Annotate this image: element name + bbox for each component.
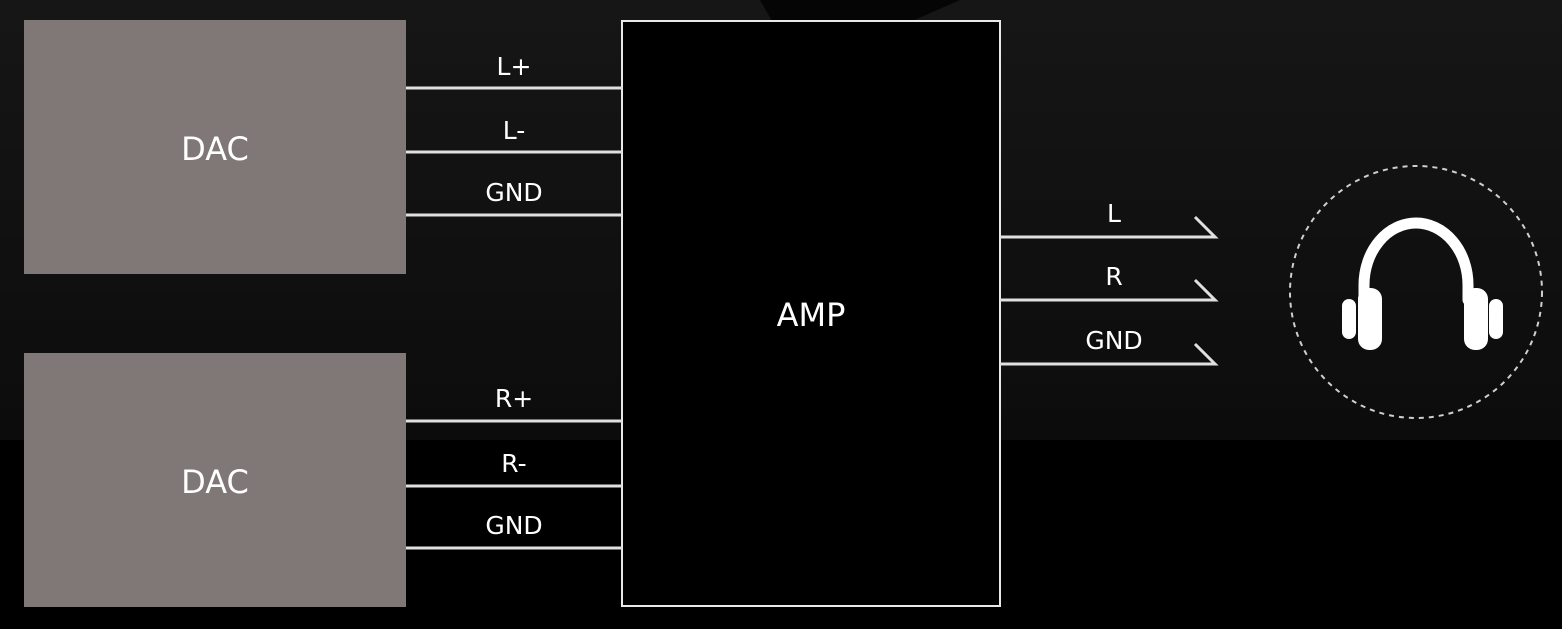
wire-label-out-gnd: GND — [1085, 326, 1142, 355]
dac-block-left-label: DAC — [181, 130, 249, 168]
headphones-icon — [1289, 165, 1543, 419]
wire-out-gnd — [1000, 342, 1219, 366]
headphones-left-cup — [1358, 288, 1382, 350]
headphones-right-pad — [1489, 299, 1503, 339]
wire-label-out-r: R — [1105, 262, 1122, 291]
headphones-right-cup — [1464, 288, 1488, 350]
wire-label-l-minus: L- — [503, 116, 526, 145]
wire-label-r-minus: R- — [501, 449, 526, 478]
wire-label-gnd-left: GND — [485, 178, 542, 207]
headphones-dashed-ring — [1289, 165, 1543, 419]
wire-label-r-plus: R+ — [495, 384, 533, 413]
amp-block — [621, 20, 1001, 607]
amp-block-label: AMP — [777, 296, 846, 334]
wire-label-gnd-right: GND — [485, 511, 542, 540]
wire-label-l-plus: L+ — [497, 52, 532, 81]
headphones-left-pad — [1342, 299, 1356, 339]
wire-out-l — [1000, 215, 1219, 239]
dac-block-right — [24, 353, 406, 607]
wire-out-r — [1000, 278, 1219, 302]
dac-block-left — [24, 20, 406, 274]
wire-label-out-l: L — [1107, 199, 1121, 228]
headphones-band — [1358, 217, 1474, 306]
dac-block-right-label: DAC — [181, 463, 249, 501]
